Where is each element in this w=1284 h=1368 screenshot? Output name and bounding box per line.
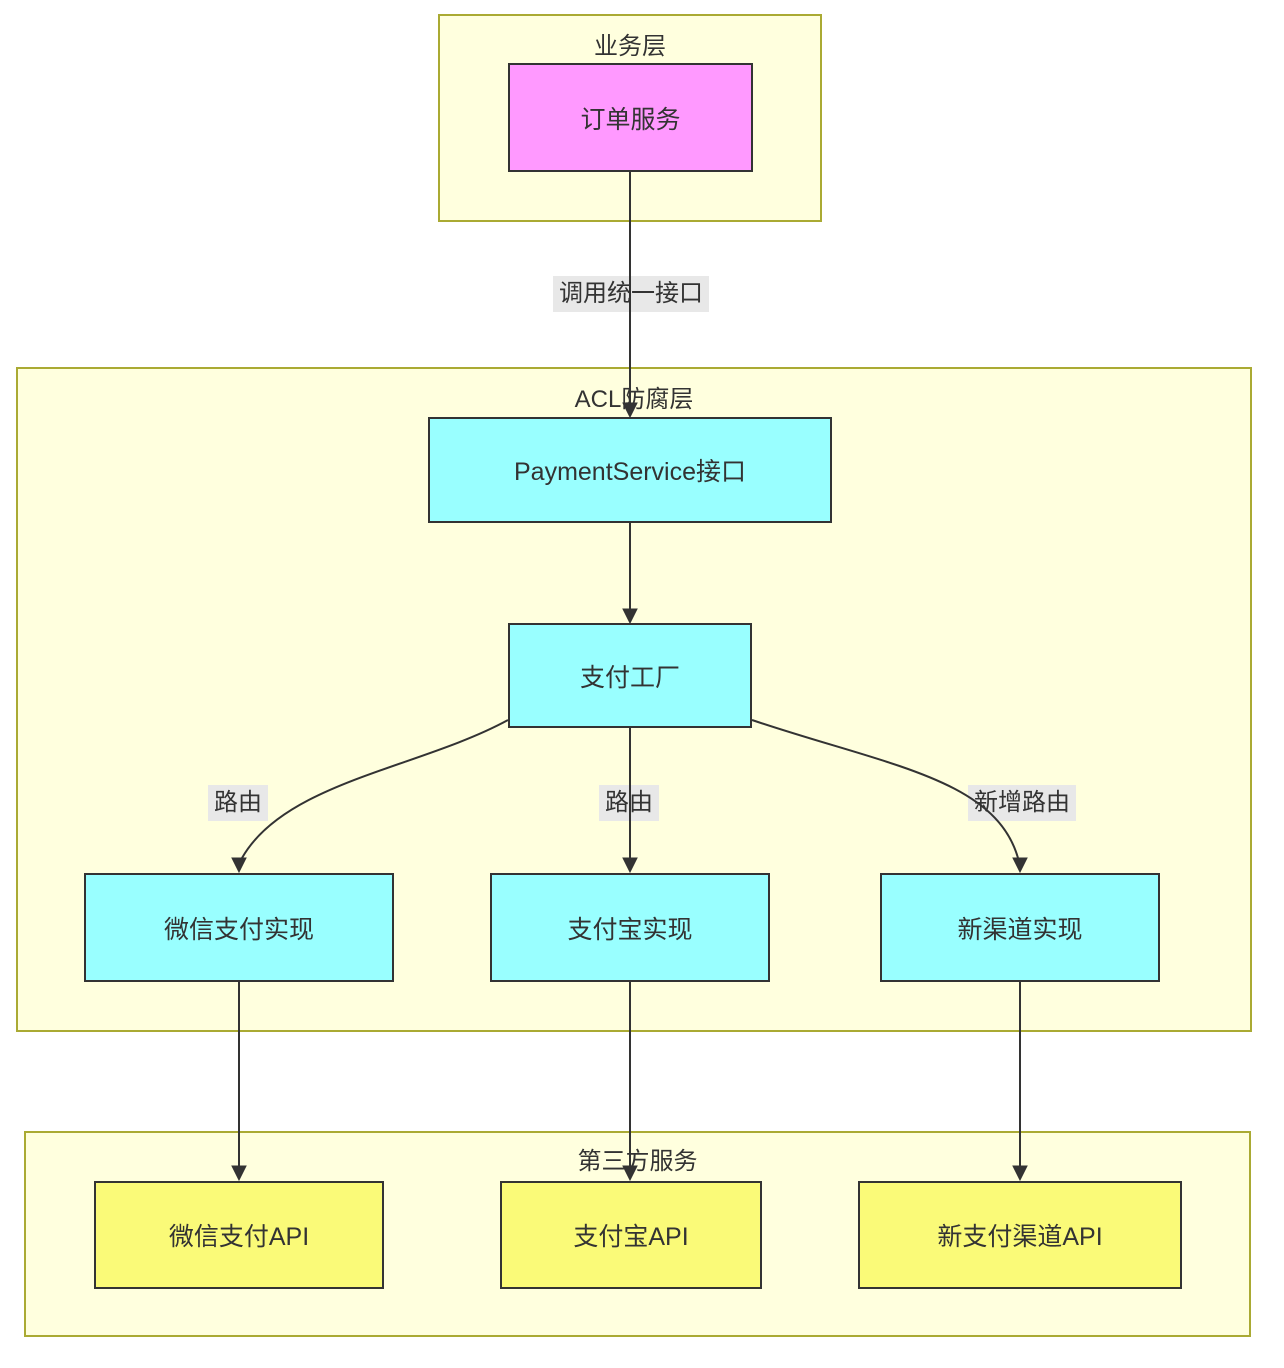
node-payment-service-interface: PaymentService接口 (428, 417, 832, 523)
group-acl-layer-title: ACL防腐层 (574, 386, 694, 413)
node-payment-factory: 支付工厂 (508, 623, 752, 728)
node-wechat-pay-impl: 微信支付实现 (84, 873, 394, 982)
node-new-channel-impl: 新渠道实现 (880, 873, 1160, 982)
node-new-payment-channel-api: 新支付渠道API (858, 1181, 1182, 1289)
node-alipay-impl: 支付宝实现 (490, 873, 770, 982)
node-alipay-api: 支付宝API (500, 1181, 762, 1289)
group-business-layer-title: 业务层 (594, 33, 666, 60)
node-order-service: 订单服务 (508, 63, 753, 172)
node-wechat-pay-api: 微信支付API (94, 1181, 384, 1289)
edge-label-route-new: 新增路由 (968, 785, 1076, 821)
edge-label-route-middle: 路由 (599, 785, 659, 821)
edge-label-call-unified-interface: 调用统一接口 (553, 276, 709, 312)
edge-label-route-left: 路由 (208, 785, 268, 821)
group-thirdparty-services-title: 第三方服务 (577, 1148, 698, 1175)
